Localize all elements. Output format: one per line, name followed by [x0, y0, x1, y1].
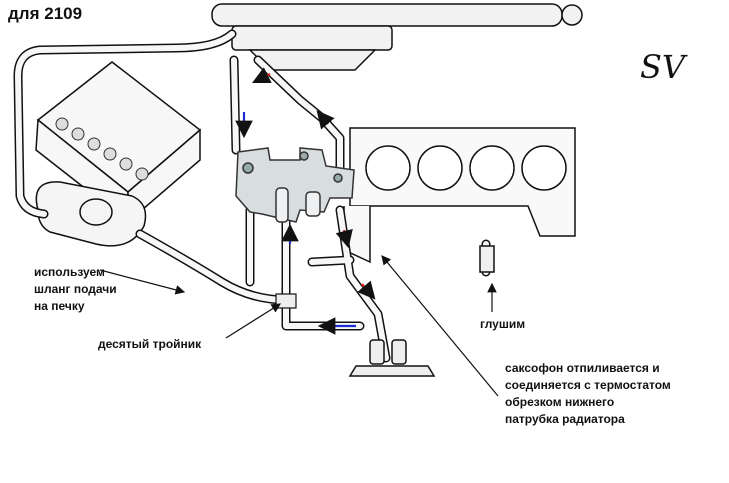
plug-cap	[479, 245, 495, 273]
pump-inlet	[348, 339, 436, 377]
flow-arrow-hot	[357, 280, 376, 300]
leader-lines	[99, 255, 499, 397]
leader-heater-hose	[99, 269, 186, 295]
label-plug: глушим	[480, 317, 526, 331]
leader-saxophone	[381, 255, 499, 397]
leader-tee	[225, 303, 282, 339]
expansion-tank	[35, 181, 147, 247]
engine-block	[343, 127, 576, 264]
signature: SV	[640, 48, 686, 86]
flow-arrow-hot	[316, 110, 335, 130]
label-heater-hose: используем шланг подачи на печку	[34, 265, 117, 313]
tee-fitting	[275, 293, 297, 309]
label-tee: десятый тройник	[98, 337, 202, 351]
flow-arrow-hot	[252, 67, 272, 83]
radiator-tank	[211, 3, 583, 71]
label-saxophone: саксофон отпиливается и соединяется с те…	[505, 361, 671, 426]
flow-arrows	[235, 67, 376, 335]
thermostat-housing	[235, 147, 355, 223]
flow-arrow-hot	[335, 228, 353, 249]
diagram-title: для 2109	[8, 4, 83, 23]
